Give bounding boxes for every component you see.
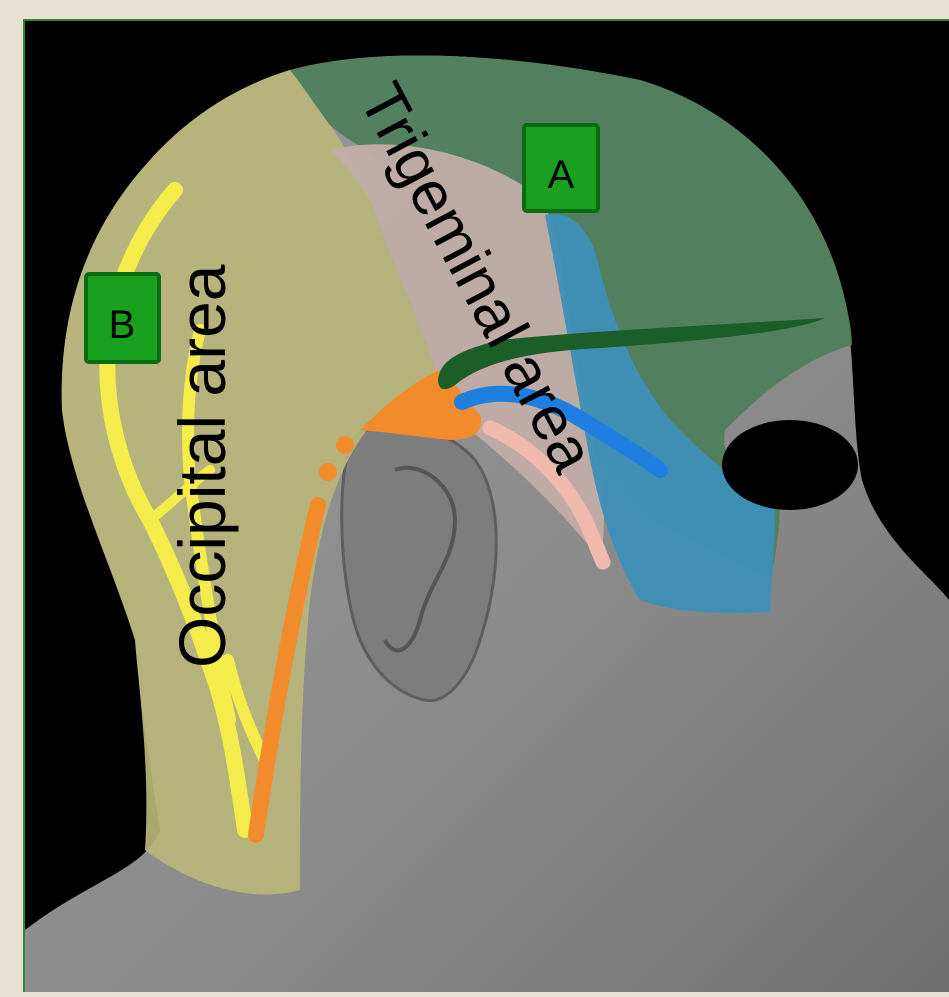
marker-b: B — [86, 274, 159, 362]
marker-b-label: B — [109, 303, 136, 347]
marker-a-label: A — [548, 153, 575, 197]
occipital-area-label: Occipital area — [165, 264, 239, 668]
marker-a: A — [524, 125, 598, 211]
eye-cutout — [722, 420, 858, 510]
